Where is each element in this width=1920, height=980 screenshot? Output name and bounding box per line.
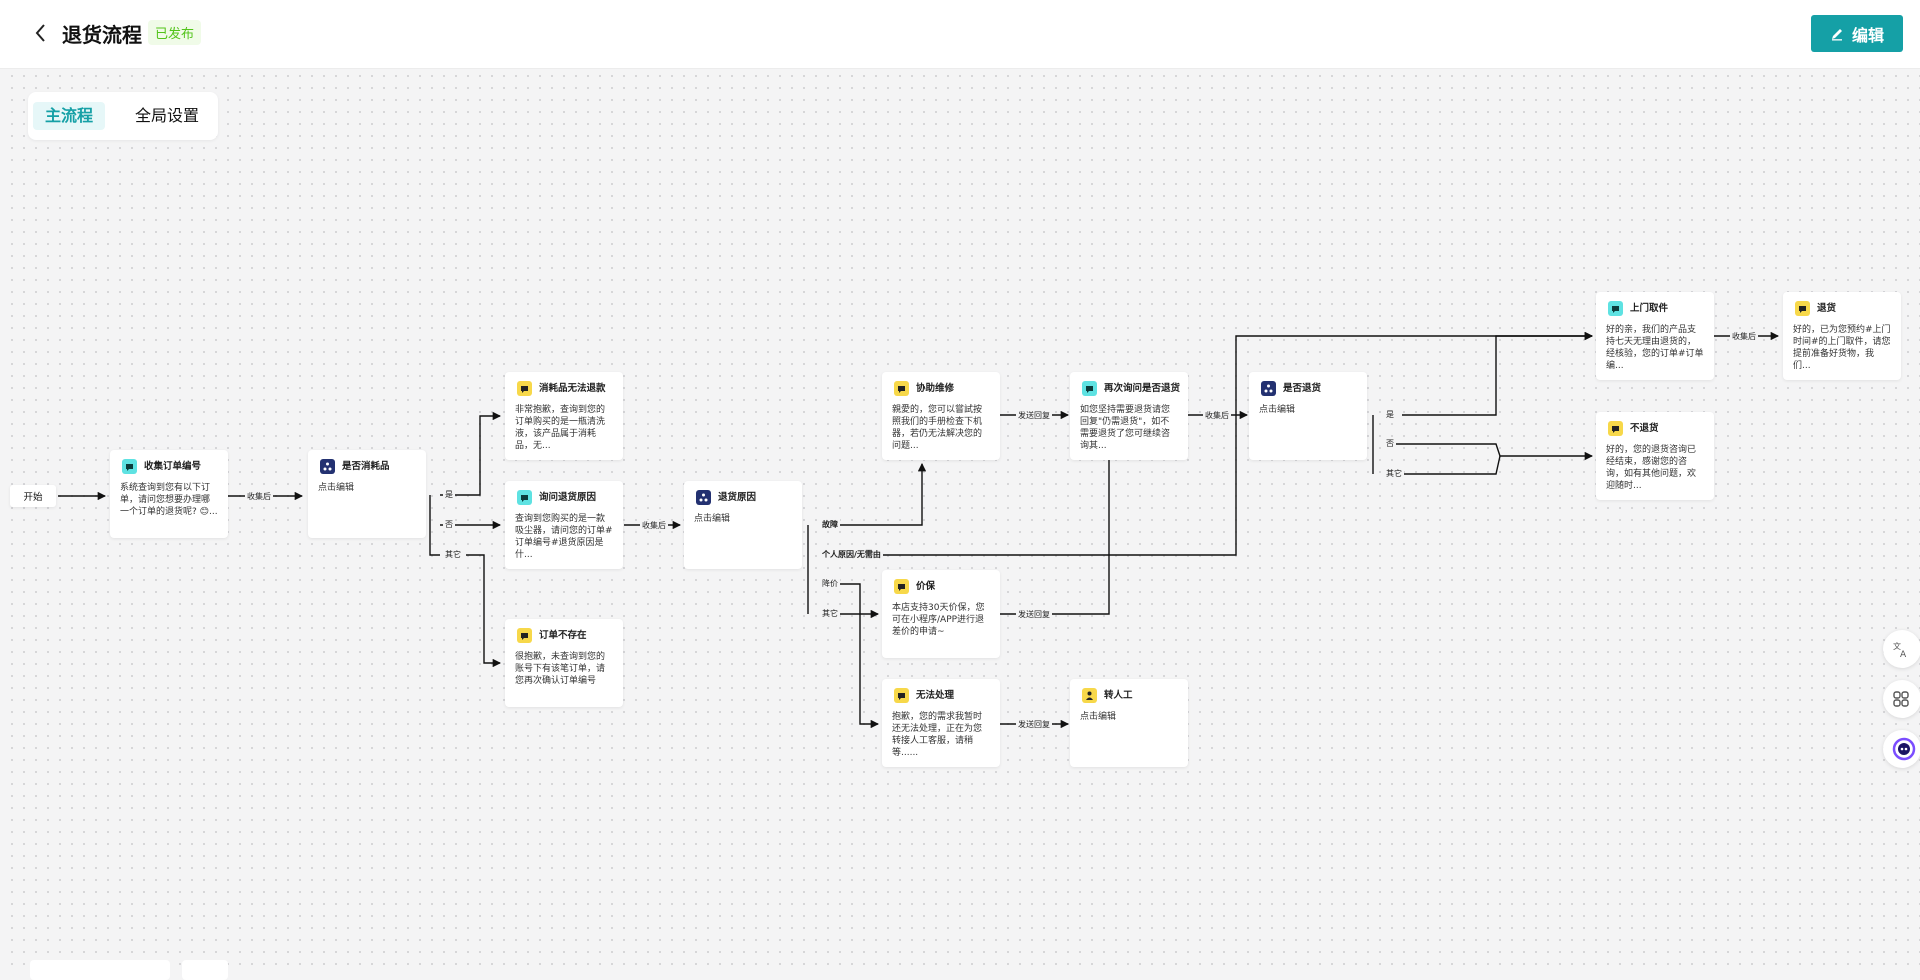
node-body: 系统查询到您有以下订单，请问您想要办理哪一个订单的退货呢? 😊... — [120, 483, 218, 517]
message-icon — [894, 579, 909, 594]
assistant-icon — [1892, 737, 1916, 761]
node-collect-order[interactable]: 收集订单编号 系统查询到您有以下订单，请问您想要办理哪一个订单的退货呢? 😊..… — [110, 450, 228, 538]
chat-bubble-icon — [517, 490, 532, 505]
node-body: 点击编辑 — [318, 483, 355, 493]
node-title: 订单不存在 — [539, 629, 587, 641]
chat-bubble-icon — [122, 459, 137, 474]
zoom-toolbar[interactable] — [30, 960, 170, 980]
edge-label: 发送回复 — [1016, 719, 1052, 730]
node-title: 转人工 — [1104, 689, 1133, 701]
edge-label: 否 — [443, 519, 455, 530]
status-badge: 已发布 — [148, 20, 202, 45]
node-body: 好的亲，我们的产品支持七天无理由退货的，经核验，您的订单#订单编... — [1606, 325, 1704, 371]
node-body: 点击编辑 — [694, 514, 731, 524]
node-body: 点击编辑 — [1080, 712, 1117, 722]
flow-canvas[interactable] — [6, 70, 1920, 975]
node-consumable-no-return[interactable]: 消耗品无法退款 非常抱歉，查询到您的订单购买的是一瓶清洗液，该产品属于消耗品，无… — [505, 372, 623, 460]
node-title: 消耗品无法退款 — [539, 382, 606, 394]
node-is-consumable[interactable]: 是否消耗品 点击编辑 — [308, 450, 426, 538]
node-return-reason[interactable]: 退货原因 点击编辑 — [684, 481, 802, 569]
node-title: 价保 — [916, 580, 936, 592]
grid-icon — [1893, 691, 1909, 707]
edge-label: 收集后 — [245, 491, 273, 502]
edge-label: 个人原因/无需由 — [820, 549, 883, 560]
message-icon — [517, 381, 532, 396]
node-price-protect[interactable]: 价保 本店支持30天价保，您可在小程序/APP进行退差价的申请~ — [882, 570, 1000, 658]
node-order-not-exist[interactable]: 订单不存在 很抱歉，未查询到您的账号下有该笔订单，请您再次确认订单编号 — [505, 619, 623, 707]
minimap-toggle[interactable] — [182, 960, 228, 980]
node-title: 退货原因 — [718, 491, 757, 503]
node-cannot-handle[interactable]: 无法处理 抱歉，您的需求我暂时还无法处理，正在为您转接人工客服，请稍等.....… — [882, 679, 1000, 767]
edit-button[interactable]: 编辑 — [1811, 15, 1903, 52]
node-ask-again[interactable]: 再次询问是否退货 如您坚持需要退货请您回复"仍需退货"，如不需要退货了您可继续咨… — [1070, 372, 1188, 460]
svg-text:文: 文 — [1893, 641, 1901, 651]
node-body: 查询到您购买的是一款吸尘器，请问您的订单#订单编号#退货原因是什... — [515, 514, 613, 560]
branch-icon — [320, 459, 335, 474]
node-body: 本店支持30天价保，您可在小程序/APP进行退差价的申请~ — [892, 603, 985, 637]
node-return-goods[interactable]: 退货 好的，已为您预约#上门时间#的上门取件，请您提前准备好货物，我们... — [1783, 292, 1901, 380]
node-body: 如您坚持需要退货请您回复"仍需退货"，如不需要退货了您可继续咨询其... — [1080, 405, 1171, 451]
chat-bubble-icon — [1082, 381, 1097, 396]
message-icon — [894, 688, 909, 703]
node-ask-reason[interactable]: 询问退货原因 查询到您购买的是一款吸尘器，请问您的订单#订单编号#退货原因是什.… — [505, 481, 623, 569]
message-icon — [894, 381, 909, 396]
node-body: 非常抱歉，查询到您的订单购买的是一瓶清洗液，该产品属于消耗品，无... — [515, 405, 606, 451]
svg-text:A: A — [1900, 650, 1907, 658]
node-no-return[interactable]: 不退货 好的，您的退货咨询已经结束，感谢您的咨询，如有其他问题，欢迎随时... — [1596, 412, 1714, 500]
message-icon — [1795, 301, 1810, 316]
node-assist-repair[interactable]: 协助维修 親愛的，您可以嘗試按照我们的手册检查下机器，若仍无法解决您的问题... — [882, 372, 1000, 460]
edge-label: 其它 — [820, 608, 840, 619]
start-node[interactable]: 开始 — [10, 485, 56, 507]
branch-icon — [1261, 381, 1276, 396]
translate-icon: 文A — [1893, 641, 1907, 658]
node-title: 收集订单编号 — [144, 460, 202, 472]
node-body: 好的，您的退货咨询已经结束，感谢您的咨询，如有其他问题，欢迎随时... — [1606, 445, 1697, 491]
page-title: 退货流程 — [62, 23, 142, 47]
edge-label: 收集后 — [640, 520, 668, 531]
edge-label: 降价 — [820, 578, 840, 589]
edge-label: 其它 — [1384, 468, 1404, 479]
assistant-button[interactable] — [1883, 730, 1920, 768]
edge-label: 是 — [1384, 409, 1396, 420]
node-body: 抱歉，您的需求我暂时还无法处理，正在为您转接人工客服，请稍等...... — [892, 712, 983, 758]
edge-label: 其它 — [443, 549, 463, 560]
edge-label: 收集后 — [1730, 331, 1758, 342]
node-title: 是否消耗品 — [342, 460, 390, 472]
node-pickup[interactable]: 上门取件 好的亲，我们的产品支持七天无理由退货的，经核验，您的订单#订单编... — [1596, 292, 1714, 380]
pencil-icon — [1831, 28, 1842, 40]
node-is-return[interactable]: 是否退货 点击编辑 — [1249, 372, 1367, 460]
node-body: 好的，已为您预约#上门时间#的上门取件，请您提前准备好货物，我们... — [1793, 325, 1891, 371]
tab-bar: 主流程 全局设置 — [28, 92, 218, 140]
person-icon — [1082, 688, 1097, 703]
node-title: 退货 — [1817, 302, 1837, 314]
node-body: 親愛的，您可以嘗試按照我们的手册检查下机器，若仍无法解决您的问题... — [892, 405, 983, 451]
node-title: 上门取件 — [1630, 302, 1669, 314]
tab-global-settings[interactable]: 全局设置 — [135, 106, 200, 125]
node-human[interactable]: 转人工 点击编辑 — [1070, 679, 1188, 767]
top-bar: 退货流程 已发布 编辑 — [0, 0, 1920, 69]
message-icon — [1608, 421, 1623, 436]
edge-label: 发送回复 — [1016, 609, 1052, 620]
edge-label: 发送回复 — [1016, 410, 1052, 421]
branch-icon — [696, 490, 711, 505]
message-icon — [517, 628, 532, 643]
node-body: 点击编辑 — [1259, 405, 1296, 415]
node-title: 协助维修 — [916, 382, 955, 394]
apps-button[interactable] — [1883, 680, 1920, 718]
node-title: 询问退货原因 — [539, 491, 597, 503]
node-title: 是否退货 — [1283, 382, 1322, 394]
back-arrow-icon[interactable] — [30, 20, 54, 46]
node-title: 再次询问是否退货 — [1104, 382, 1181, 394]
edge-label: 是 — [443, 489, 455, 500]
node-title: 不退货 — [1630, 422, 1659, 434]
edge-label: 否 — [1384, 438, 1396, 449]
node-body: 很抱歉，未查询到您的账号下有该笔订单，请您再次确认订单编号 — [515, 652, 606, 686]
edge-label: 收集后 — [1203, 410, 1231, 421]
edit-button-label: 编辑 — [1851, 25, 1884, 45]
node-title: 无法处理 — [916, 689, 955, 701]
edge-label: 故障 — [820, 519, 840, 530]
chat-bubble-icon — [1608, 301, 1623, 316]
tab-main-flow[interactable]: 主流程 — [33, 102, 106, 130]
